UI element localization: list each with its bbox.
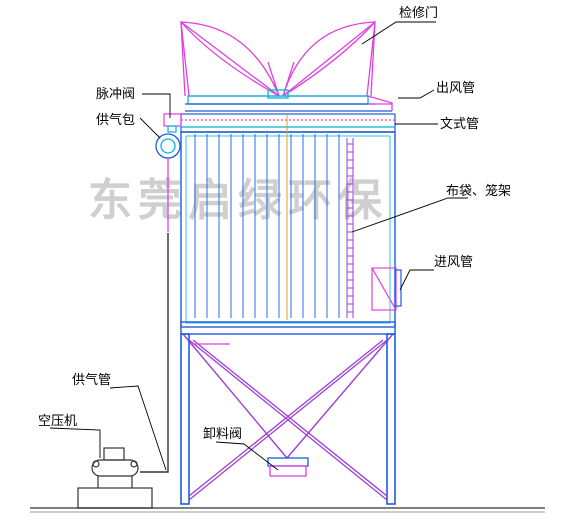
label-filter-bag-cage: 布袋、笼架 xyxy=(446,183,511,199)
label-venturi-tube: 文式管 xyxy=(440,117,479,132)
top-housing xyxy=(185,89,393,112)
support-legs xyxy=(180,333,396,505)
venturi-band xyxy=(180,113,396,133)
pulse-valve-drawing xyxy=(163,113,182,133)
label-inlet-pipe: 进风管 xyxy=(434,255,473,270)
label-inspection-door: 检修门 xyxy=(399,6,438,21)
label-air-compressor: 空压机 xyxy=(38,414,77,429)
filter-chamber xyxy=(180,131,396,328)
air-supply-drum-drawing xyxy=(155,133,181,232)
label-outlet-pipe: 出风管 xyxy=(436,81,475,96)
leader-lines xyxy=(49,21,468,471)
label-air-supply-drum: 供气包 xyxy=(96,112,135,128)
label-pulse-valve: 脉冲阀 xyxy=(96,87,135,102)
cross-bracing xyxy=(188,339,388,501)
label-air-supply-pipe: 供气管 xyxy=(72,372,111,388)
watermark-text: 东莞启绿环保 xyxy=(88,175,388,226)
label-discharge-valve: 卸料阀 xyxy=(203,426,242,442)
air-compressor-drawing xyxy=(77,447,153,509)
inspection-door-drawing xyxy=(180,20,376,97)
inlet-pipe-drawing xyxy=(371,267,402,311)
bag-cage xyxy=(346,138,354,318)
filter-bags xyxy=(194,134,340,318)
air-supply-pipe-drawing xyxy=(140,233,169,473)
